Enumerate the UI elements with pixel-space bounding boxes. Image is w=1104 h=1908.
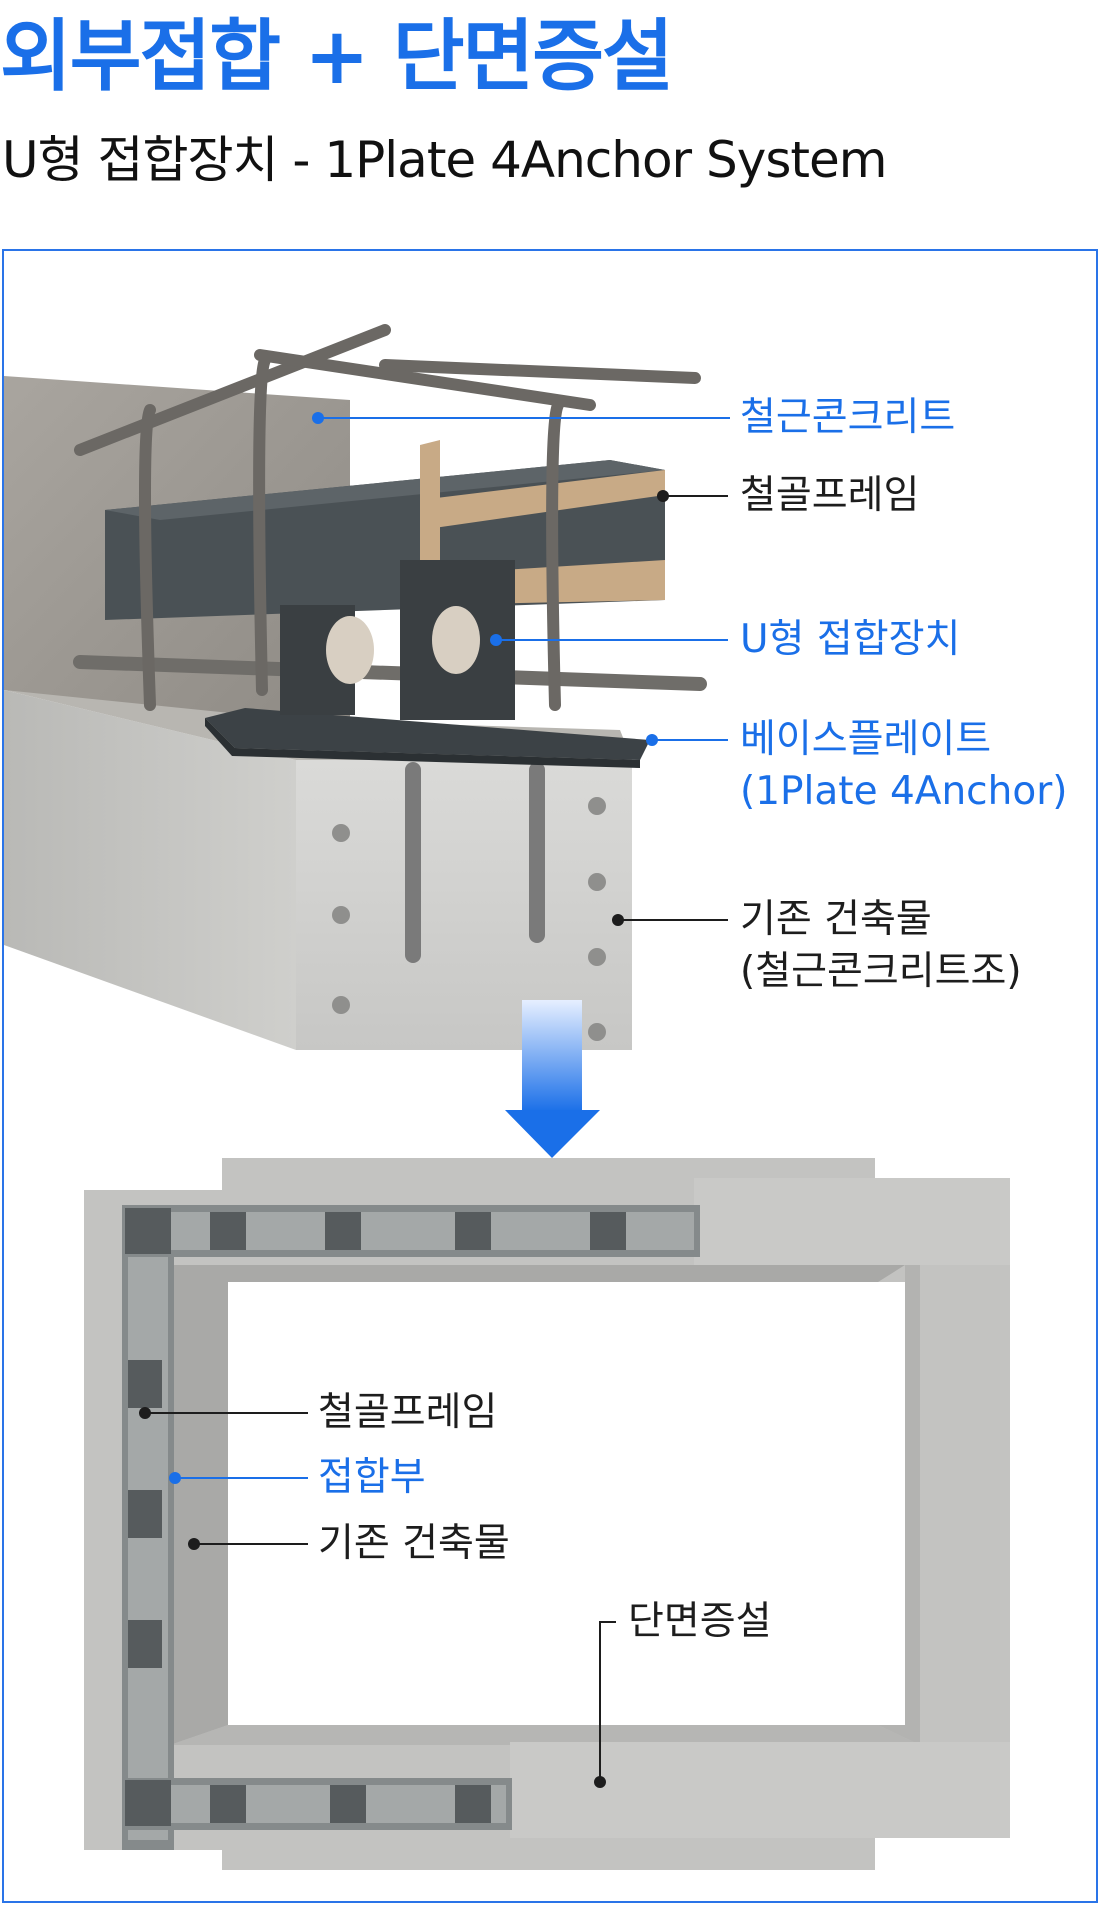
plan-section-increase	[84, 1158, 1010, 1870]
label-base-plate-sub: (1Plate 4Anchor)	[740, 766, 1067, 818]
label-section-increase: 단면증설	[628, 1596, 772, 1648]
label-existing-sub: (철근콘크리트조)	[740, 946, 1022, 998]
label-rc: 철근콘크리트	[740, 392, 955, 444]
label-steel-frame-bottom: 철골프레임	[318, 1387, 497, 1439]
label-u-device: U형 접합장치	[740, 614, 960, 666]
label-base-plate: 베이스플레이트	[740, 714, 991, 766]
label-existing: 기존 건축물	[740, 894, 932, 946]
label-joint: 접합부	[318, 1452, 426, 1504]
label-existing-bottom: 기존 건축물	[318, 1518, 510, 1570]
label-steel-frame-top: 철골프레임	[740, 470, 919, 522]
